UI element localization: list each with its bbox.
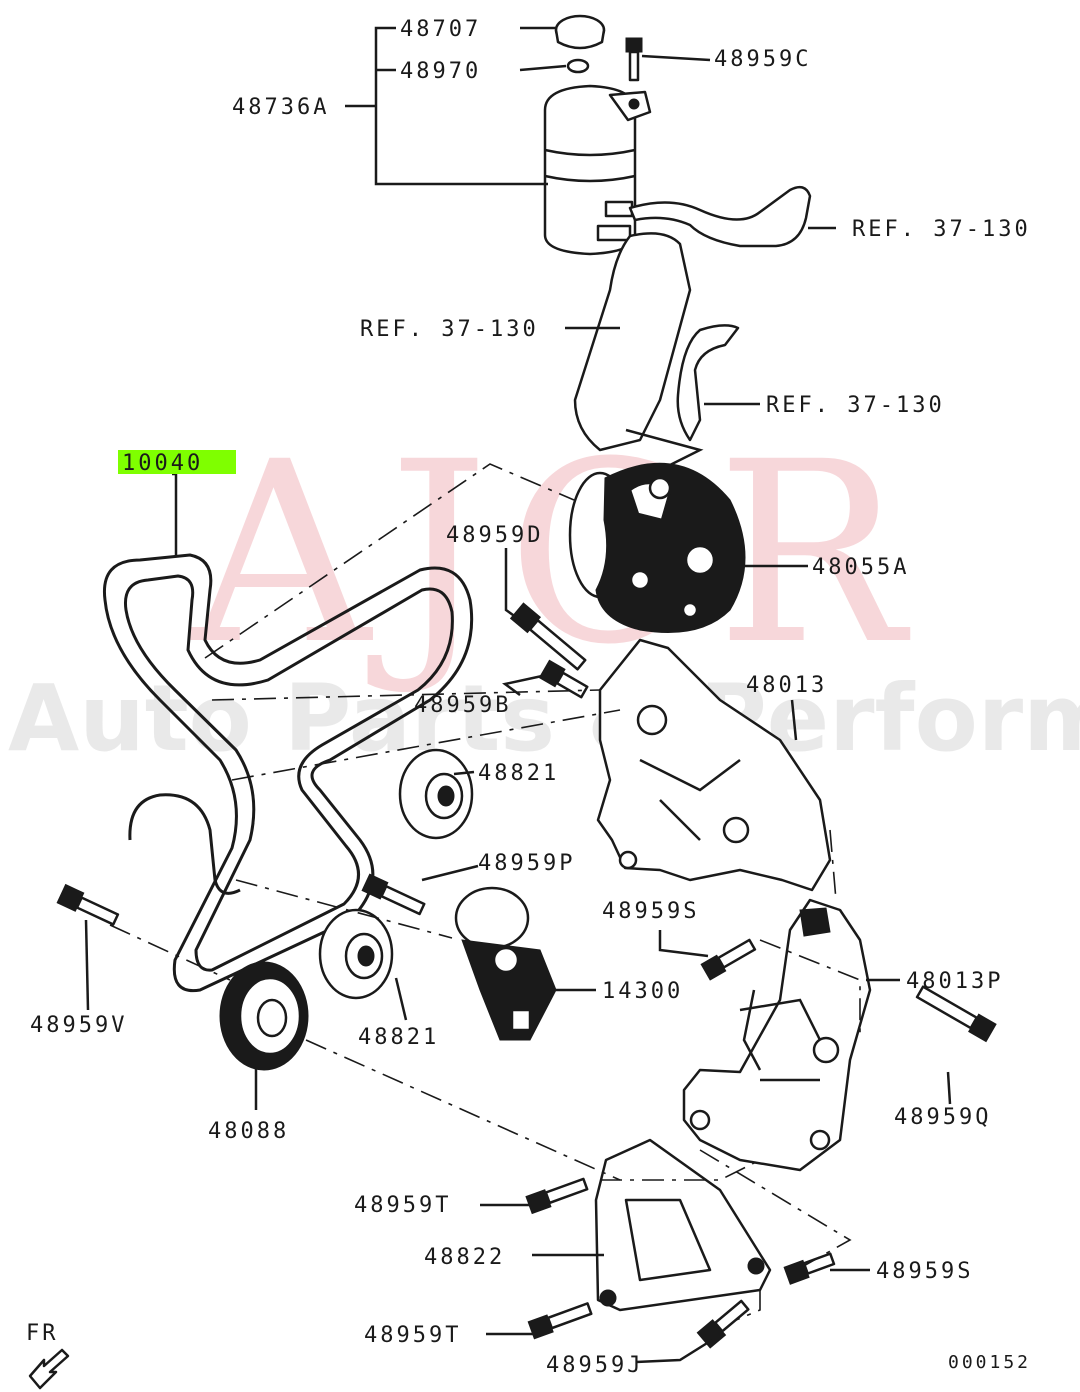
label-14300[interactable]: 14300 [602, 979, 683, 1004]
label-48959d[interactable]: 48959D [446, 523, 543, 548]
reservoir-outlet [604, 200, 634, 218]
suction-hose [573, 232, 692, 452]
alignment-lines [109, 463, 861, 1321]
label-ref-37-130-low[interactable]: REF. 37-130 [766, 393, 945, 418]
diagram-id: 000152 [948, 1352, 1031, 1373]
pressure-line [676, 324, 740, 442]
label-ref-37-130-upper[interactable]: REF. 37-130 [852, 217, 1031, 242]
main-bracket-details [689, 907, 840, 1151]
label-48959t-lower[interactable]: 48959T [364, 1323, 461, 1348]
bolt-48959t-lower-shape [527, 1302, 593, 1340]
label-48959p[interactable]: 48959P [478, 851, 575, 876]
main-bracket-shape [682, 898, 872, 1172]
pump-body [595, 462, 746, 633]
reservoir-cap-skirt [554, 29, 606, 50]
label-48088[interactable]: 48088 [208, 1119, 289, 1144]
watermark-brand: AJCR [188, 408, 922, 699]
reservoir-gasket [566, 58, 590, 74]
bolt-48959c-shape [625, 37, 643, 82]
watermark-tagline: Auto Parts & Performance [8, 665, 1080, 772]
bracket-bolts [525, 938, 997, 1349]
label-48959q[interactable]: 48959Q [894, 1105, 991, 1130]
belt-inner [123, 574, 454, 972]
pump-bracket-shape [596, 638, 832, 892]
label-48959j[interactable]: 48959J [546, 1353, 643, 1378]
label-48013p[interactable]: 48013P [906, 969, 1003, 994]
pump-bracket-details [618, 704, 750, 870]
power-steering-pump [568, 462, 746, 633]
part-labels: 10040 48707 48970 48736A 48959C REF. 37-… [30, 17, 1031, 1378]
label-ref-37-130-mid[interactable]: REF. 37-130 [360, 317, 539, 342]
label-48959s-upper[interactable]: 48959S [602, 899, 699, 924]
label-48959c[interactable]: 48959C [714, 47, 811, 72]
stay-details [599, 1198, 765, 1307]
bolt-48959d-shape [509, 602, 587, 671]
front-arrow-icon [28, 1348, 70, 1390]
hoses [573, 185, 812, 472]
belt-outer [102, 553, 474, 993]
label-48707[interactable]: 48707 [400, 17, 481, 42]
large-pulley [219, 961, 309, 1071]
watermark: AJCR Auto Parts & Performance [8, 408, 1080, 772]
reservoir-outlet-lower [596, 224, 632, 242]
label-48959b[interactable]: 48959B [414, 693, 511, 718]
return-hose [628, 185, 812, 248]
label-10040[interactable]: 10040 [122, 451, 203, 476]
label-48821-upper[interactable]: 48821 [478, 761, 559, 786]
label-48013[interactable]: 48013 [746, 673, 827, 698]
bolt-48959s-lower-shape [783, 1252, 836, 1285]
bolt-48959s-upper-shape [700, 938, 757, 981]
belt-loop [128, 793, 241, 895]
front-marker: FR [26, 1321, 70, 1390]
bolt-48959v-shape [56, 883, 120, 926]
leader-lines [84, 26, 952, 1364]
label-48970[interactable]: 48970 [400, 59, 481, 84]
tensioner-shape [454, 886, 557, 1041]
reservoir-assembly [543, 14, 652, 256]
bolt-48959q-shape [915, 985, 997, 1043]
front-marker-label: FR [26, 1321, 59, 1346]
bolt-48959p-shape [361, 873, 426, 916]
label-48736a[interactable]: 48736A [232, 95, 329, 120]
bolt-48959t-upper-shape [525, 1177, 589, 1215]
label-48959s-lower[interactable]: 48959S [876, 1259, 973, 1284]
label-48822[interactable]: 48822 [424, 1245, 505, 1270]
highlight-10040 [118, 450, 236, 474]
idler-pulley-upper [398, 748, 474, 840]
bolt-48959j-shape [696, 1299, 750, 1349]
label-48821-lower[interactable]: 48821 [358, 1025, 439, 1050]
label-48055a[interactable]: 48055A [812, 555, 909, 580]
label-48959v[interactable]: 48959V [30, 1013, 127, 1038]
idler-pulley-lower [318, 908, 394, 1000]
label-48959t-upper[interactable]: 48959T [354, 1193, 451, 1218]
serpentine-belt [102, 553, 474, 993]
